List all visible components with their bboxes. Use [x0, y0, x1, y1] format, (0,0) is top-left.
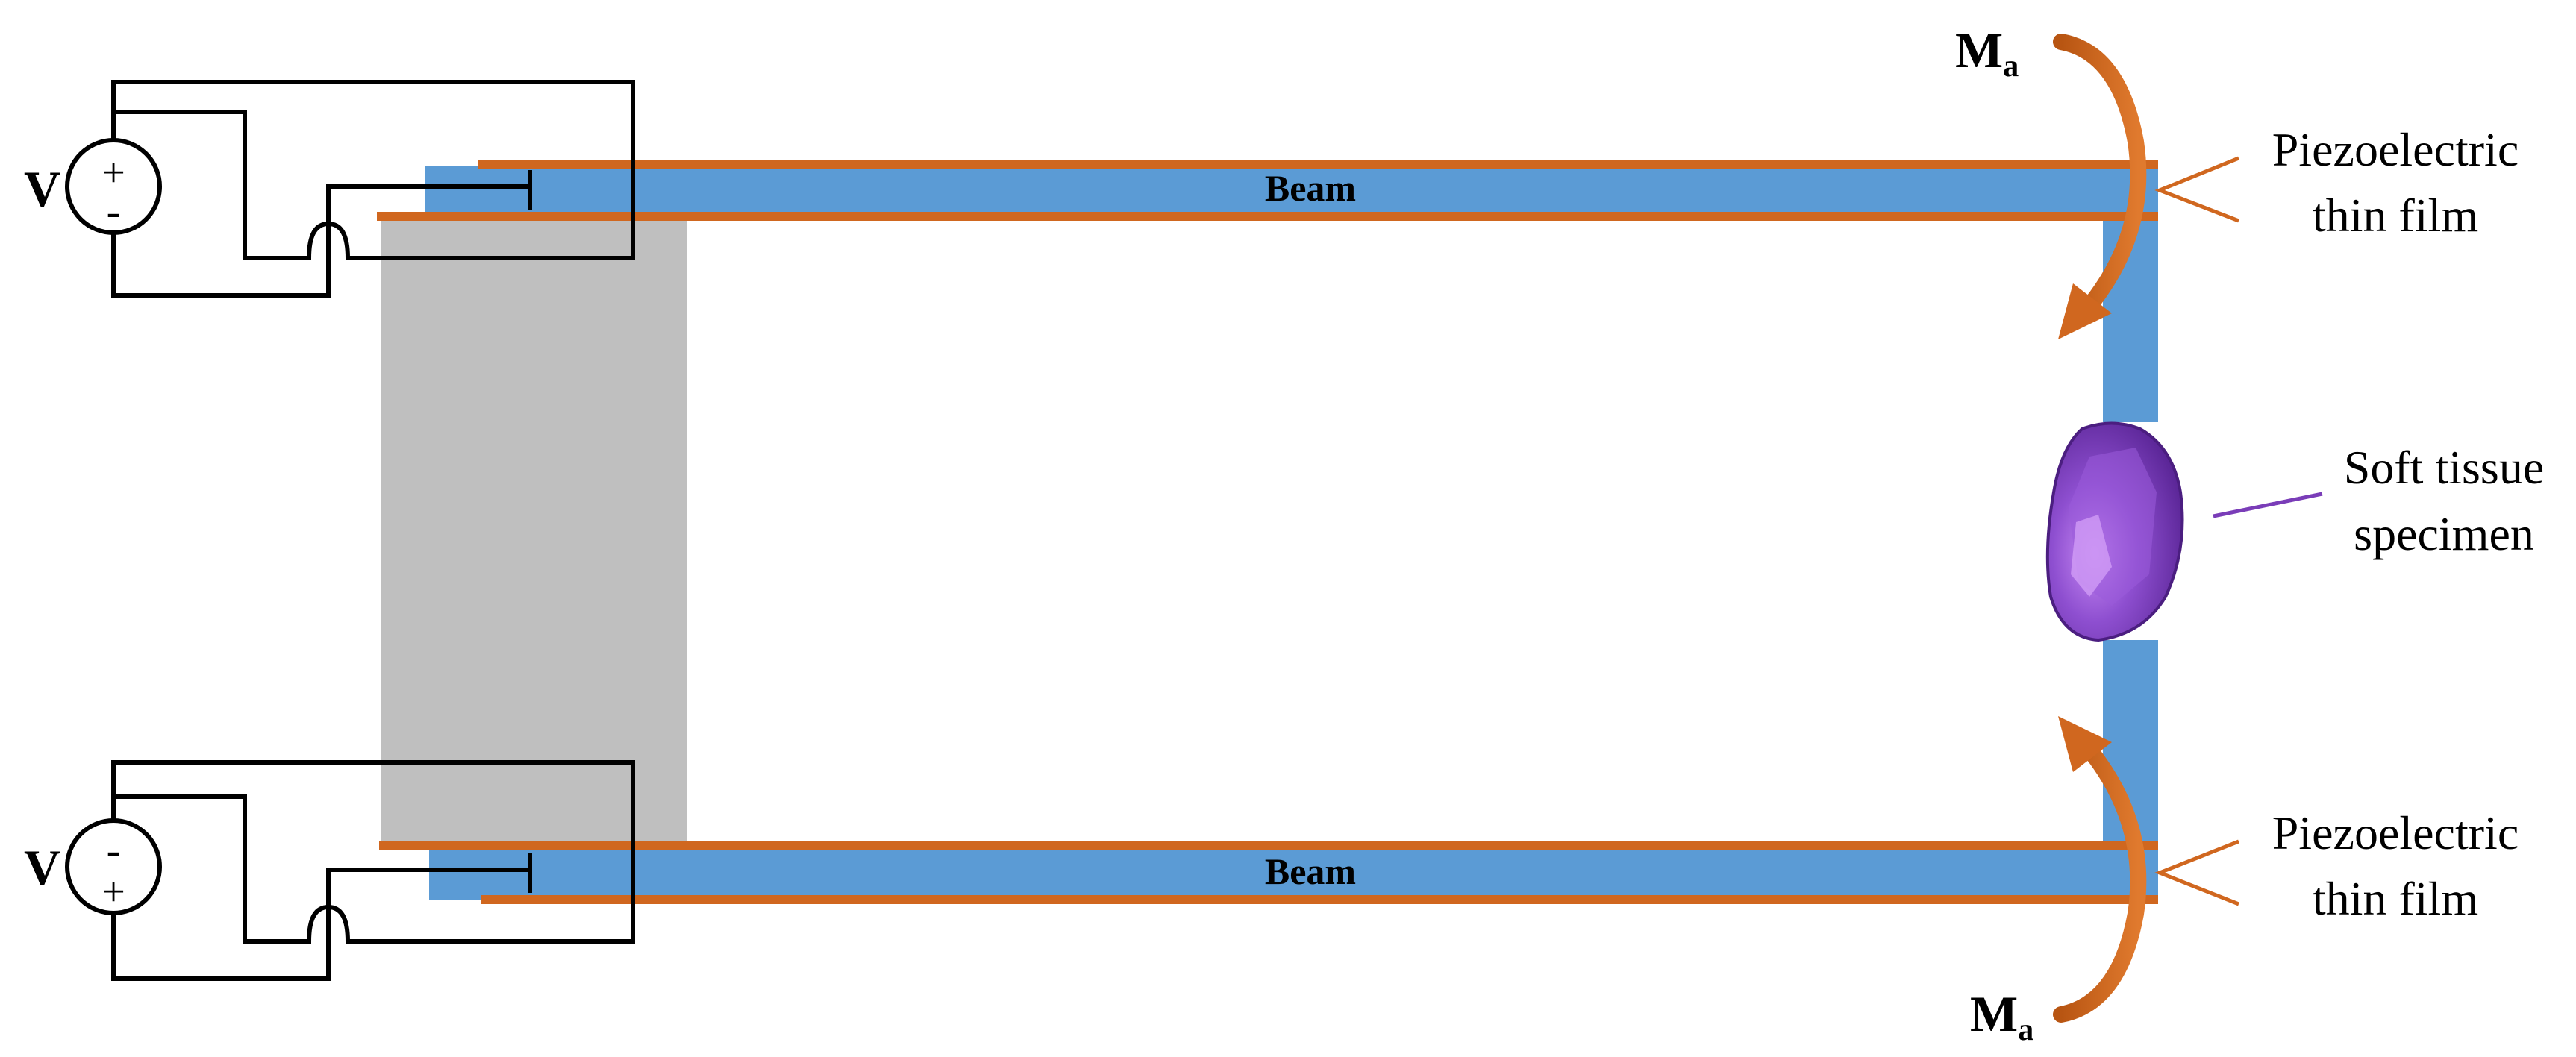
- bottom-film-label-line2: thin film: [2313, 872, 2478, 925]
- bottom-film-label-line1: Piezoelectric: [2272, 806, 2519, 859]
- bottom-film-pointer: [2154, 839, 2239, 906]
- top-beam-label: Beam: [1265, 167, 1356, 209]
- bottom-moment-arrow-icon: [2053, 716, 2147, 1023]
- top-beam-assembly: Beam: [377, 160, 2158, 221]
- bottom-source-minus: -: [107, 827, 121, 873]
- top-piezo-film-lower: [377, 212, 2158, 221]
- soft-tissue-specimen: [2045, 421, 2184, 642]
- bottom-beam-label: Beam: [1265, 850, 1356, 892]
- top-moment-sub: a: [2003, 49, 2019, 84]
- bottom-piezo-film-upper: [379, 841, 2158, 850]
- top-circuit: + - V: [24, 80, 635, 298]
- bottom-source-label: V: [24, 839, 60, 896]
- bottom-moment-sub: a: [2018, 1013, 2033, 1047]
- top-film-label-line2: thin film: [2313, 189, 2478, 242]
- top-moment-main: M: [1955, 22, 2003, 78]
- top-source-label: V: [24, 160, 60, 217]
- bottom-moment-main: M: [1970, 985, 2018, 1042]
- specimen-label-line2: specimen: [2354, 507, 2534, 560]
- bottom-voltage-source-icon: [65, 818, 162, 915]
- top-moment-label: Ma: [1955, 22, 2019, 84]
- bottom-piezo-film-lower: [481, 895, 2158, 904]
- top-film-label-line1: Piezoelectric: [2272, 123, 2519, 176]
- specimen-pointer-line: [2213, 492, 2323, 518]
- bottom-circuit: - + V: [24, 760, 635, 981]
- top-moment-arrow-icon: [2053, 34, 2147, 339]
- specimen-label-line1: Soft tissue: [2344, 441, 2544, 494]
- bottom-moment-label: Ma: [1970, 985, 2033, 1047]
- top-source-plus: +: [101, 150, 125, 196]
- top-beam: [425, 166, 2158, 216]
- top-film-pointer: [2154, 156, 2239, 223]
- top-piezo-film-upper: [478, 160, 2158, 169]
- top-voltage-source-icon: [65, 138, 162, 235]
- clamp-support: [381, 216, 687, 841]
- bottom-beam: [429, 849, 2158, 900]
- top-source-minus: -: [107, 189, 121, 235]
- bottom-beam-assembly: Beam: [379, 841, 2158, 904]
- bottom-source-plus: +: [101, 869, 125, 915]
